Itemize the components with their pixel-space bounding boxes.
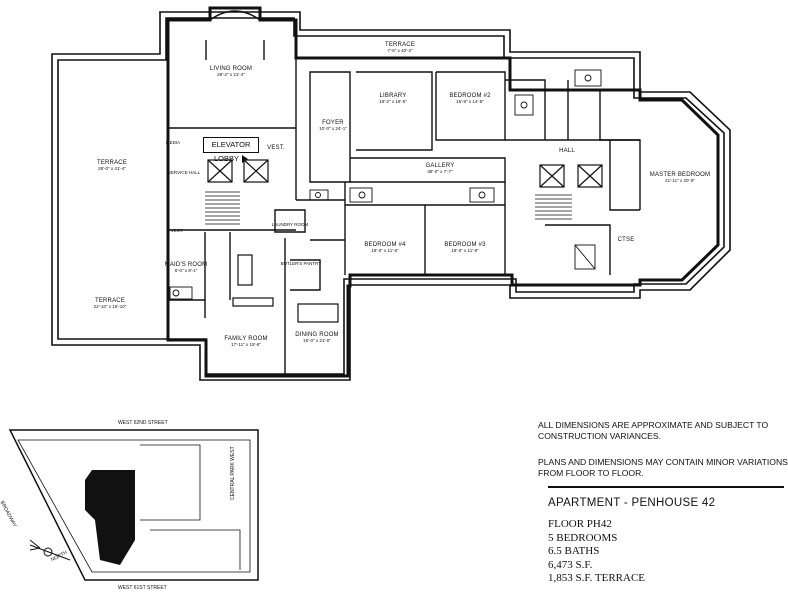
site-block-outline [8,429,259,581]
spec-bedrooms: 5 BEDROOMS [548,531,618,544]
spec-terrace: 1,853 S.F. TERRACE [548,572,646,584]
street-top-label: WEST 62ND STREET [118,420,168,426]
apartment-exterior-wall [166,6,720,378]
spec-floor: FLOOR PH42 [548,518,612,530]
spec-area: 6,473 S.F. [548,558,593,571]
street-bottom-label: WEST 61ST STREET [118,585,167,591]
room-closet: CTSE [617,237,635,243]
note-dimensions: ALL DIMENSIONS ARE APPROXIMATE AND SUBJE… [538,420,769,441]
room-laundry: LAUNDRY ROOM [271,222,309,227]
note-variations: PLANS AND DIMENSIONS MAY CONTAIN MINOR V… [538,457,788,478]
room-elevator-lobby: ELEVATOR LOBBY [203,137,259,164]
terrace-railing-outline [51,11,731,381]
room-butlers-pantry: BUTLER'S PANTRY [280,261,322,266]
room-vest-top: VEST. [267,145,285,151]
room-hall: HALL [559,148,575,154]
room-vest-left: VEST. [170,228,184,233]
apartment-specs: FLOOR PH42 5 BEDROOMS 6.5 BATHS 6,473 S.… [548,518,645,586]
building-footprint [85,470,135,565]
spec-baths: 6.5 BATHS [548,545,600,557]
street-right-label: CENTRAL PARK WEST [230,446,236,500]
arrow-right-icon [242,155,248,164]
spec-rule [548,486,784,488]
room-media: MEDIA [165,140,181,145]
room-service-hall: SERVICE HALL [167,170,201,175]
apartment-title: APARTMENT - PENHOUSE 42 [548,497,716,509]
